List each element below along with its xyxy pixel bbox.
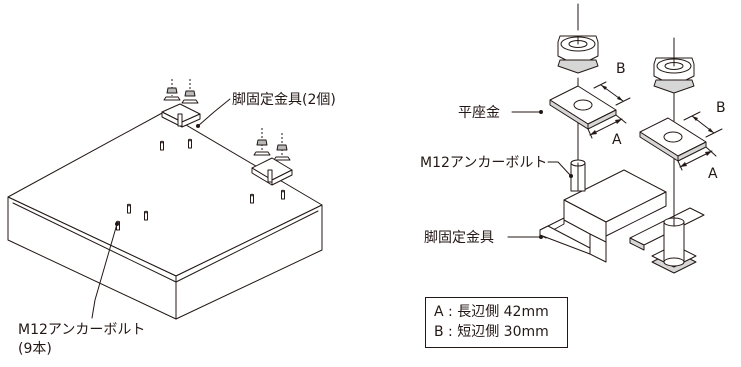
flat-washer-1: [549, 85, 617, 130]
anchor-bolt: [250, 193, 254, 204]
anchor-bolt: [188, 138, 192, 149]
dimension-b-label-1: B: [616, 61, 626, 77]
bracket-label-left: 脚固定金具(2個): [232, 92, 336, 108]
hex-nut-2: [653, 57, 695, 94]
dimension-lines-washer-1: [587, 81, 631, 139]
flat-washer-label: 平座金: [458, 105, 500, 121]
anchor-bolt: [281, 189, 285, 200]
dimension-a-label-2: A: [708, 166, 718, 182]
anchor-bolt-count-label: (9本): [18, 341, 52, 357]
anchor-bolt: [127, 203, 131, 214]
concrete-base: [7, 111, 323, 320]
right-leaders: [507, 110, 573, 239]
dimension-b-label-2: B: [716, 100, 726, 116]
left-bracket-assembly-2: [251, 128, 293, 186]
anchor-bolt: [160, 140, 164, 151]
hex-nut-1: [557, 35, 599, 74]
dimension-legend: A : 長辺側 42mm B : 短辺側 30mm: [425, 297, 568, 348]
anchor-bolt: [144, 210, 148, 221]
leg-fixing-bracket: [539, 169, 705, 263]
left-anchor-bolts: [116, 138, 285, 231]
dimension-lines-washer-2: [677, 111, 723, 171]
left-leaders: [91, 98, 231, 319]
anchor-bolt-stub-2: [651, 209, 697, 274]
bracket-label-right: 脚固定金具: [424, 230, 494, 246]
legend-line-a: A : 長辺側 42mm: [434, 304, 549, 320]
dimension-a-label-1: A: [612, 132, 622, 148]
anchor-bolt-label-left: M12アンカーボルト: [18, 322, 145, 338]
left-bracket-assembly-1: [161, 79, 201, 128]
anchor-bolt-stub-1: [570, 159, 586, 192]
flat-washer-2: [639, 117, 707, 162]
anchor-bolt-label-right: M12アンカーボルト: [420, 155, 547, 171]
legend-line-b: B : 短辺側 30mm: [434, 324, 549, 340]
